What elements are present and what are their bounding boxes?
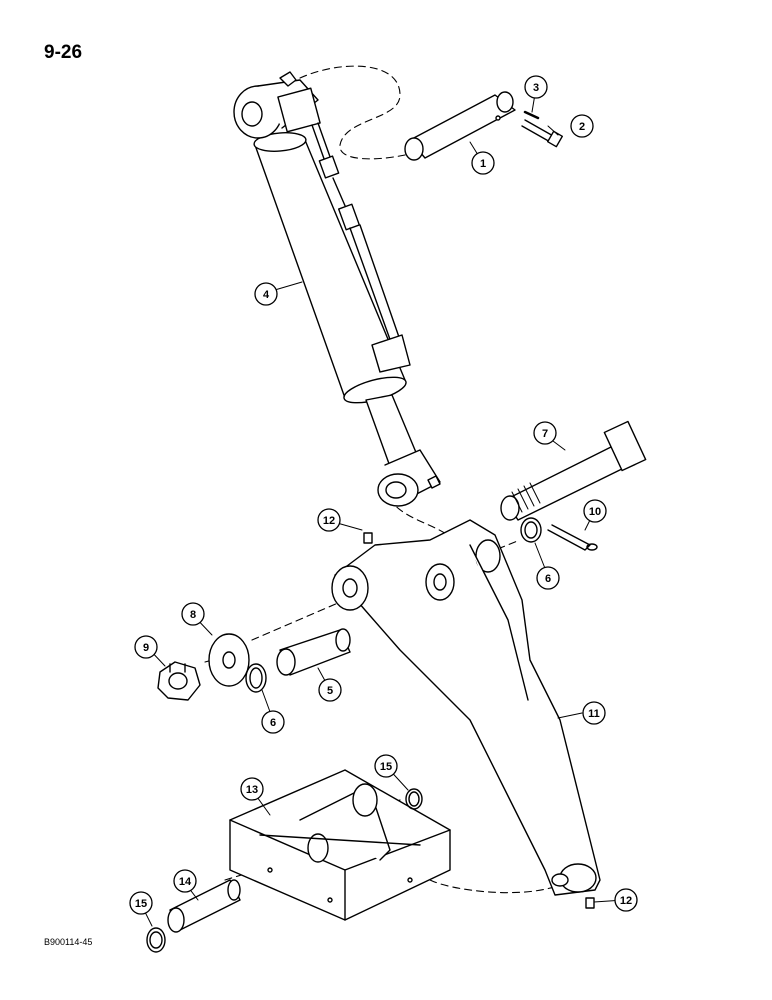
part-15-snap-ring-bottom (146, 927, 166, 953)
part-6-snap-ring-left (245, 663, 267, 693)
callout-4: 4 (254, 282, 278, 306)
part-4-hydraulic-cylinder (233, 71, 441, 507)
part-9-castle-nut (157, 661, 201, 701)
svg-text:6: 6 (270, 717, 276, 729)
part-3-small-pin (523, 110, 540, 120)
callout-13: 13 (240, 777, 264, 801)
callout-6-left: 6 (261, 710, 285, 734)
svg-text:1: 1 (480, 158, 486, 170)
callout-2: 2 (570, 114, 594, 138)
part-12-grease-fitting-bottom (585, 897, 595, 909)
page-number: 9-26 (44, 42, 83, 63)
part-1-pin (404, 91, 516, 161)
callout-3: 3 (524, 75, 548, 99)
svg-text:7: 7 (542, 428, 548, 440)
callout-5: 5 (318, 678, 342, 702)
svg-text:15: 15 (135, 898, 147, 910)
part-5-pin (276, 628, 351, 676)
callout-1: 1 (471, 151, 495, 175)
callout-7: 7 (533, 421, 557, 445)
svg-text:9: 9 (143, 642, 149, 654)
part-2-bolt (521, 119, 564, 148)
callouts: 1 2 3 4 5 6 6 7 (129, 75, 638, 915)
callout-12-bottom: 12 (614, 888, 638, 912)
svg-text:2: 2 (579, 121, 585, 133)
part-11-swing-arm (331, 519, 601, 896)
svg-text:12: 12 (323, 515, 335, 527)
callout-8: 8 (181, 602, 205, 626)
callout-10: 10 (583, 499, 607, 523)
svg-text:13: 13 (246, 784, 258, 796)
part-6-snap-ring-right (520, 517, 542, 543)
part-12-grease-fitting-top (363, 532, 373, 544)
part-8-washer (208, 633, 250, 687)
svg-text:11: 11 (588, 708, 600, 720)
svg-text:14: 14 (179, 876, 192, 888)
svg-text:3: 3 (533, 82, 539, 94)
svg-text:4: 4 (263, 289, 270, 301)
svg-text:8: 8 (190, 609, 196, 621)
callout-12-top: 12 (317, 508, 341, 532)
svg-text:5: 5 (327, 685, 333, 697)
part-7-threaded-pin (500, 420, 647, 521)
svg-text:10: 10 (589, 506, 601, 518)
callout-15-bottom: 15 (129, 891, 153, 915)
callout-15-top: 15 (374, 754, 398, 778)
callout-6-right: 6 (536, 566, 560, 590)
part-14-pin (167, 879, 241, 933)
figure-code: B900114-45 (44, 937, 93, 947)
callout-11: 11 (582, 701, 606, 725)
svg-text:6: 6 (545, 573, 551, 585)
callout-9: 9 (134, 635, 158, 659)
part-10-cotter-pin (547, 524, 598, 551)
svg-text:12: 12 (620, 895, 632, 907)
callout-14: 14 (173, 869, 197, 893)
svg-text:15: 15 (380, 761, 392, 773)
part-13-mounting-bracket (229, 769, 451, 921)
part-15-snap-ring-top (405, 788, 423, 810)
